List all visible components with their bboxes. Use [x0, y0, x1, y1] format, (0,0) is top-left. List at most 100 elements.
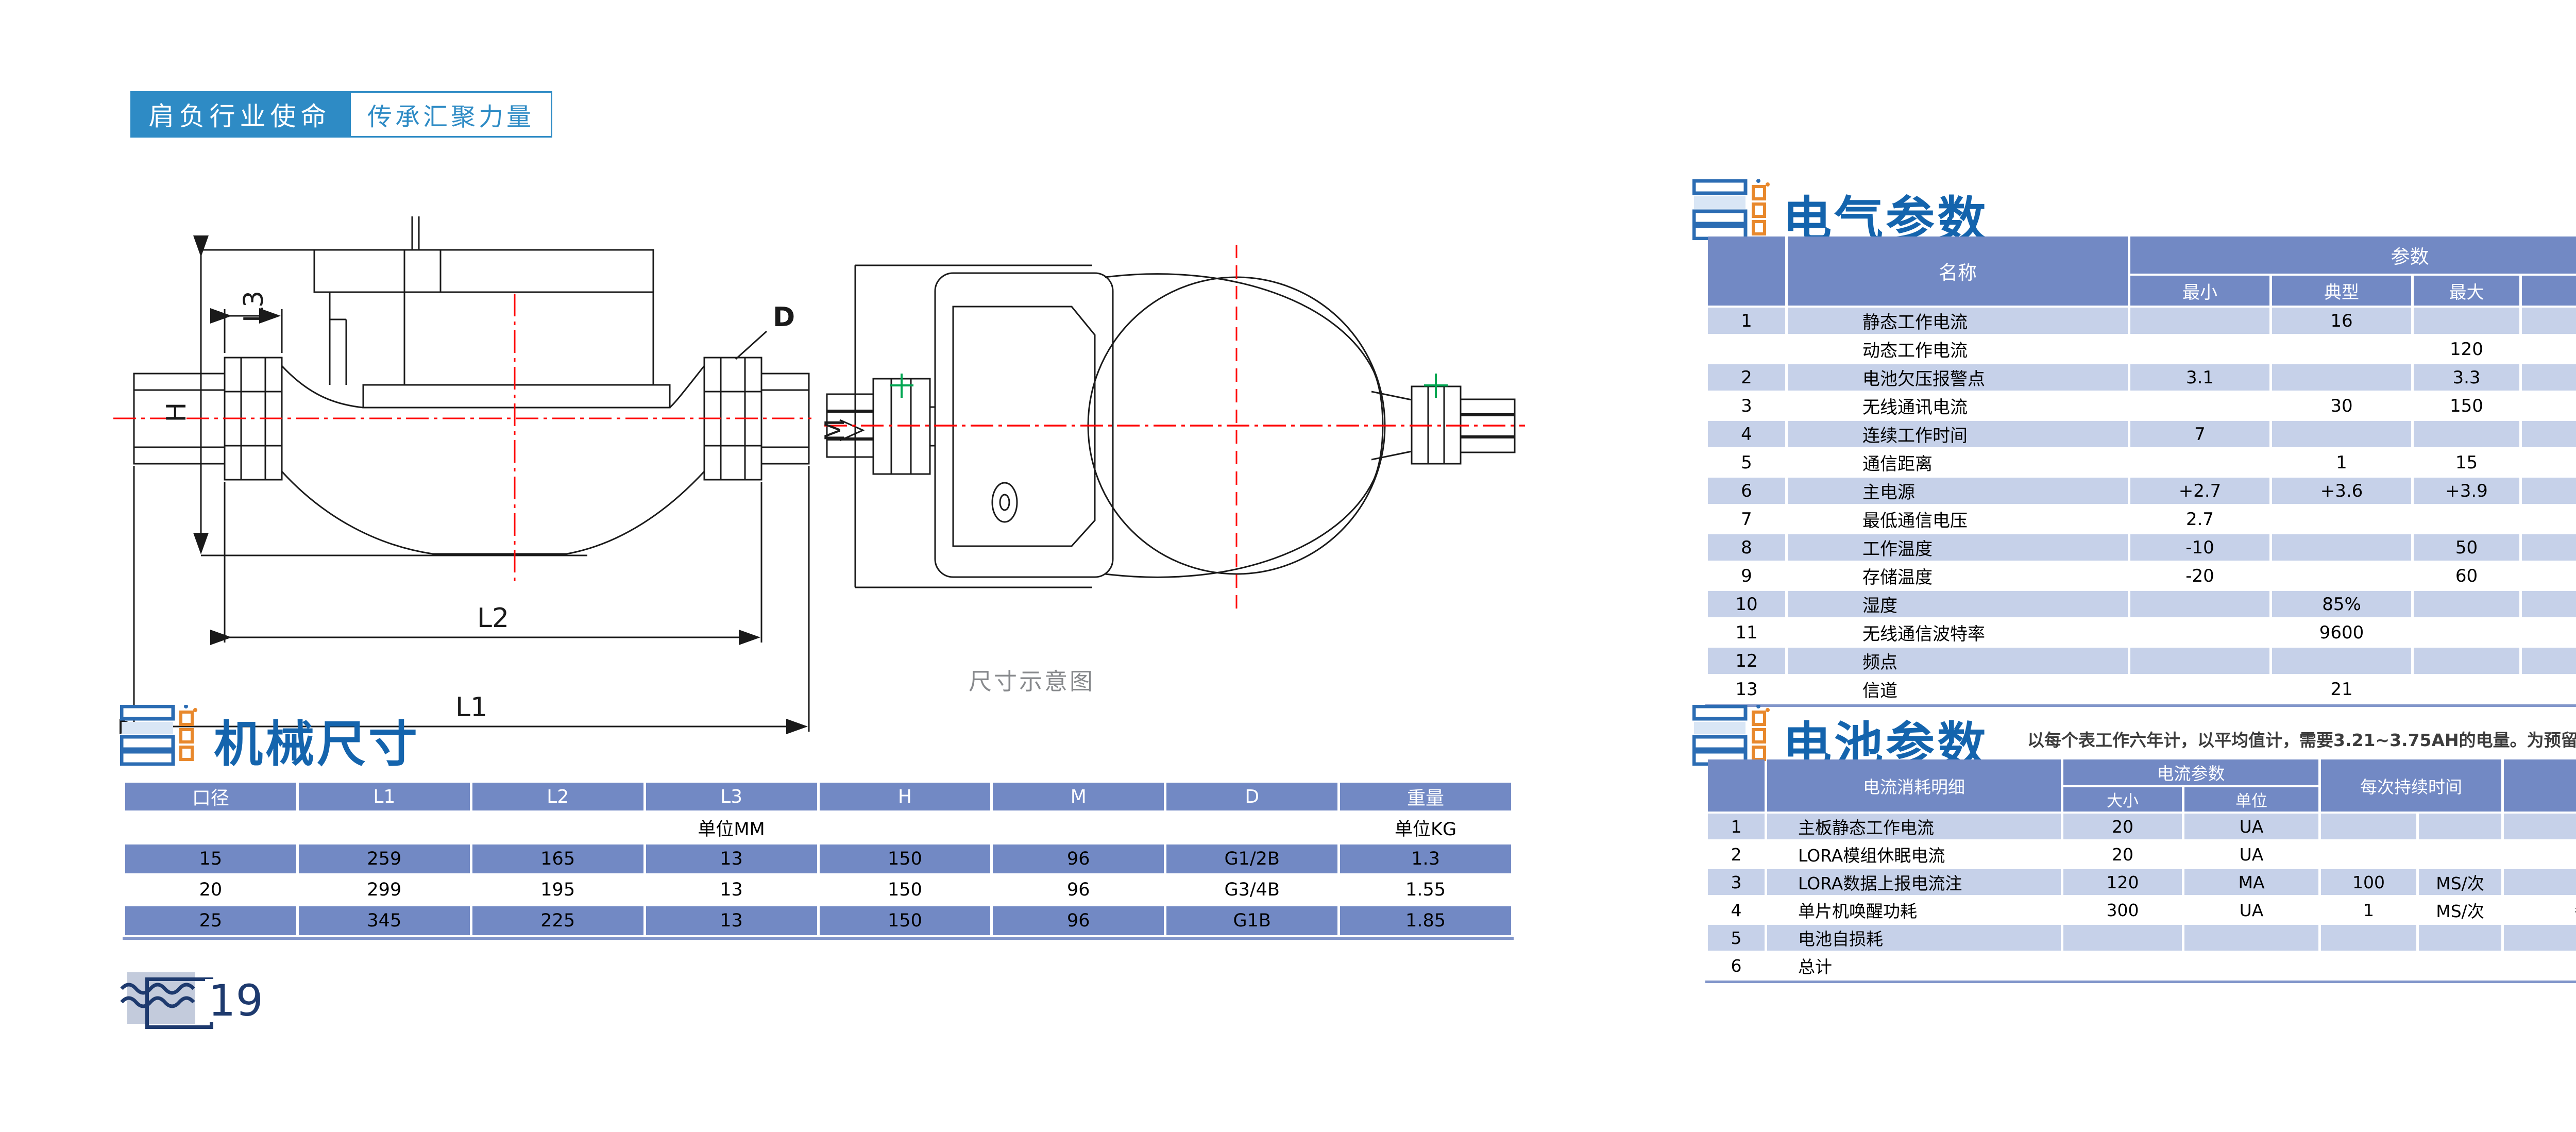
elec-cell-name: 信道: [1862, 681, 1897, 701]
elec-cell-name: 通信距离: [1862, 454, 1933, 475]
mech-cell-2: 195: [540, 880, 575, 900]
elec-cell-unit: UA: [2522, 308, 2576, 334]
col-header: L2: [472, 783, 643, 810]
banner-right-text: 传承汇聚力量: [367, 103, 534, 131]
mech-cell-4: 150: [888, 880, 922, 900]
elec-cell-min: -10: [2130, 534, 2269, 561]
mech-cell-2: 165: [472, 844, 643, 873]
name-col-header: 名称: [1788, 236, 2128, 306]
battery-subheader-row: 大小 单位: [1708, 787, 2576, 812]
batt-cell-duration: [2321, 953, 2416, 978]
index-col-header: [1708, 236, 1785, 306]
elec-cell-max: 50: [2414, 534, 2519, 561]
interval-col-header: 每次时间间隔: [2504, 759, 2576, 812]
electrical-row: 13信道21个默认信道10，即475MHZ: [1708, 676, 2576, 702]
elec-cell-no: 4: [1708, 421, 1785, 447]
elec-cell-min: 3.1: [2130, 364, 2269, 391]
elec-cell-typ: [2272, 506, 2411, 532]
elec-cell-unit: V: [2522, 506, 2576, 532]
col-header: L1: [298, 783, 470, 810]
elec-cell-no: 13: [1735, 679, 1758, 700]
battery-row: 2LORA模组休眠电流20UA0.2: [1708, 841, 2576, 867]
dim-label-l1: L1: [455, 692, 487, 723]
index-col-header: [1708, 759, 1765, 812]
elec-cell-unit: V: [2522, 364, 2576, 391]
detail-col-header: 电流消耗明细: [1767, 759, 2061, 812]
mech-cell-1: 345: [298, 906, 470, 935]
elec-cell-no: 5: [1741, 452, 1752, 473]
dim-label-h: H: [161, 402, 192, 422]
col-header: M: [993, 783, 1164, 810]
elec-cell-unit: V: [2522, 478, 2576, 504]
banner-left-box: 肩负行业使命: [130, 91, 349, 138]
elec-cell-no: 11: [1735, 622, 1758, 643]
param-group-header: 参数: [2130, 236, 2576, 274]
elec-cell-min: 2.7: [2185, 509, 2214, 530]
electrical-header-row: 名称 参数 备注: [1708, 236, 2576, 306]
mechanical-unit-row: 单位MM 单位KG: [125, 813, 1511, 842]
mech-cell-5: 96: [993, 906, 1164, 935]
elec-cell-max: 60: [2455, 565, 2478, 586]
elec-cell-max: [2414, 506, 2519, 532]
mechanical-header-row: 口径 L1 L2 L3 H M D 重量: [125, 783, 1511, 810]
mech-cell-0: 25: [125, 906, 296, 935]
elec-cell-name: 最低通信电压: [1862, 511, 1968, 531]
dim-label-l3: L3: [239, 291, 269, 323]
drawing-caption: 尺寸示意图: [969, 668, 1095, 695]
elec-cell-name: 存储温度: [1862, 567, 1933, 588]
elec-cell-max: [2414, 421, 2519, 447]
batt-cell-duration-unit: [2419, 814, 2501, 839]
batt-cell-name: 总计: [1798, 957, 1832, 977]
elec-cell-unit: ℃: [2522, 534, 2576, 561]
electrical-row: 12频点MHZ470MHZ，868MHZ，915MHZ: [1708, 648, 2576, 674]
mech-cell-4: 150: [819, 906, 991, 935]
electrical-row: 3无线通讯电流30150MA: [1708, 393, 2576, 419]
batt-cell-name: 主板静态工作电流: [1767, 814, 2061, 839]
size-col-header: 大小: [2063, 787, 2182, 812]
elec-cell-typ: 1: [2336, 452, 2347, 473]
elec-cell-no: 9: [1741, 565, 1752, 586]
elec-cell-min: [2130, 648, 2269, 674]
batt-cell-size: [2063, 925, 2182, 951]
elec-cell-typ: +3.6: [2272, 478, 2411, 504]
battery-row: 5电池自损耗0.1: [1708, 925, 2576, 951]
mech-cell-6: G1/2B: [1166, 844, 1338, 873]
mech-cell-6: G3/4B: [1224, 880, 1280, 900]
elec-cell-name: 湿度: [1788, 591, 2128, 617]
elec-cell-min: [2130, 591, 2269, 617]
col-header: H: [819, 783, 991, 810]
mech-cell-7: 1.3: [1340, 844, 1511, 873]
elec-cell-min: [2130, 619, 2269, 646]
elec-cell-name: 工作温度: [1788, 534, 2128, 561]
duration-col-header: 每次持续时间: [2321, 759, 2501, 812]
mechanical-section-title: 机械尺寸: [214, 716, 420, 773]
elec-cell-no: 2: [1708, 364, 1785, 391]
elec-cell-typ: 30: [2330, 395, 2353, 416]
mech-cell-0: 15: [125, 844, 296, 873]
batt-cell-no: 2: [1731, 844, 1742, 865]
elec-cell-max: [2414, 308, 2519, 334]
elec-cell-no: 8: [1708, 534, 1785, 561]
table-bottom-rule: [123, 937, 1514, 940]
elec-cell-max: 3.3: [2414, 364, 2519, 391]
section-list-icon: [1692, 179, 1770, 240]
mech-cell-3: 13: [646, 844, 817, 873]
elec-cell-max: [2414, 676, 2519, 702]
dim-label-m: M: [824, 419, 851, 442]
mech-cell-4: 150: [819, 844, 991, 873]
batt-cell-unit: UA: [2184, 814, 2318, 839]
elec-cell-min: 7: [2130, 421, 2269, 447]
batt-cell-interval: 每天172800次: [2504, 897, 2576, 923]
elec-cell-unit: 个: [2522, 676, 2576, 702]
batt-cell-size: 20: [2112, 844, 2133, 865]
mech-cell-2: 225: [472, 906, 643, 935]
elec-cell-name: 连续工作时间: [1788, 421, 2128, 447]
col-header: 口径: [125, 783, 296, 810]
